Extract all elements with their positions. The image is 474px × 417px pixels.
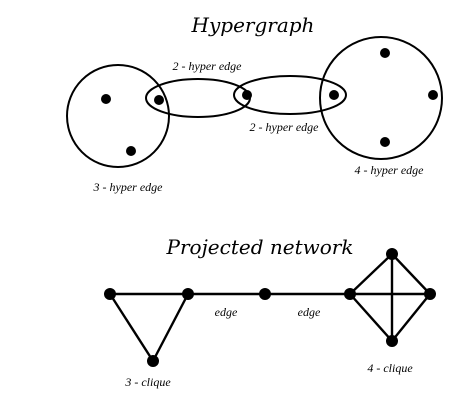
network-edge: [151, 293, 190, 362]
two-hyper-edge-label-top: 2 - hyper edge: [173, 59, 243, 73]
four-clique-label: 4 - clique: [367, 361, 413, 375]
network-edge: [391, 253, 431, 295]
network-node: [147, 355, 159, 367]
two-hyper-edge-label-bottom: 2 - hyper edge: [250, 120, 320, 134]
hyper-node: [380, 48, 390, 58]
three-clique-label: 3 - clique: [124, 375, 171, 389]
network-edge: [349, 253, 393, 295]
edge-label-left: edge: [215, 305, 238, 319]
network-node: [259, 288, 271, 300]
network-edge: [349, 293, 393, 342]
four-hyper-edge-label: 4 - hyper edge: [355, 163, 425, 177]
hypergraph-panel: Hypergraph 2 - hyper edge 2 - hyper edge…: [66, 13, 443, 194]
hyper-node: [329, 90, 339, 100]
hyper-node: [154, 95, 164, 105]
projected-network-panel: Projected network edge edge 3 - clique 4…: [104, 235, 436, 389]
projected-network-title: Projected network: [166, 235, 354, 259]
network-node: [104, 288, 116, 300]
network-node: [344, 288, 356, 300]
hyper-node: [101, 94, 111, 104]
hyper-node: [242, 90, 252, 100]
hyper-node: [380, 137, 390, 147]
three-hyper-edge-circle: [66, 64, 170, 168]
network-node: [424, 288, 436, 300]
hyper-node: [428, 90, 438, 100]
network-edge: [391, 293, 431, 342]
two-hyper-edge-ellipse-right: [233, 75, 347, 115]
network-node: [386, 248, 398, 260]
network-node: [182, 288, 194, 300]
hypergraph-title: Hypergraph: [191, 13, 315, 37]
three-hyper-edge-label: 3 - hyper edge: [93, 180, 164, 194]
network-edge: [108, 293, 155, 362]
hyper-node: [126, 146, 136, 156]
network-node: [386, 335, 398, 347]
edge-label-right: edge: [298, 305, 321, 319]
four-hyper-edge-circle: [319, 36, 443, 160]
